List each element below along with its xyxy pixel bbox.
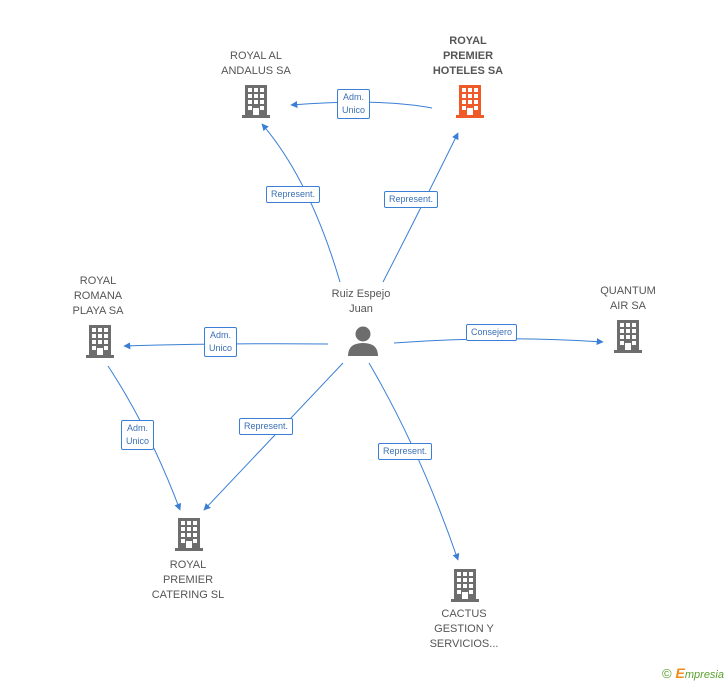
building-icon-highlighted[interactable] xyxy=(456,85,484,118)
node-label-quantum-air[interactable]: QUANTUM AIR SA xyxy=(600,285,656,312)
building-icon[interactable] xyxy=(242,85,270,118)
edge-label-juan-to-hoteles[interactable]: Represent. xyxy=(384,191,439,208)
node-label-royal-romana-playa[interactable]: ROYAL ROMANA PLAYA SA xyxy=(72,275,124,317)
node-label-royal-al-andalus[interactable]: ROYAL AL ANDALUS SA xyxy=(221,50,291,77)
edge-label-juan-to-romana[interactable]: Adm. Unico xyxy=(204,327,238,357)
copyright-symbol: © xyxy=(661,666,672,681)
edge-label-hoteles-to-andalus[interactable]: Adm. Unico xyxy=(337,89,371,119)
brand-logo-text: mpresia xyxy=(684,669,724,681)
edge-juan-to-catering xyxy=(203,362,344,511)
edge-label-romana-to-catering[interactable]: Adm. Unico xyxy=(121,420,155,450)
edge-juan-to-andalus xyxy=(261,123,341,283)
building-icon[interactable] xyxy=(175,518,203,551)
node-label-cactus-gestion[interactable]: CACTUS GESTION Y SERVICIOS... xyxy=(429,608,499,650)
building-icon[interactable] xyxy=(86,325,114,358)
edge-juan-to-hoteles xyxy=(382,132,459,283)
edge-label-juan-to-andalus[interactable]: Represent. xyxy=(266,186,321,203)
edge-hoteles-to-andalus xyxy=(290,101,433,109)
building-icon[interactable] xyxy=(614,320,642,353)
brand-logo-initial: E xyxy=(675,665,685,681)
edge-label-juan-to-cactus[interactable]: Represent. xyxy=(378,443,433,460)
node-label-royal-premier-hoteles[interactable]: ROYAL PREMIER HOTELES SA xyxy=(432,35,504,77)
edge-label-juan-to-catering[interactable]: Represent. xyxy=(239,418,294,435)
footer-brand: ©Empresia xyxy=(662,665,724,681)
building-icon[interactable] xyxy=(451,569,479,602)
edge-juan-to-cactus xyxy=(368,362,460,561)
person-icon[interactable] xyxy=(348,326,378,357)
center-person-label[interactable]: Ruiz Espejo Juan xyxy=(331,288,391,315)
node-label-royal-premier-catering[interactable]: ROYAL PREMIER CATERING SL xyxy=(151,559,225,601)
edge-label-juan-to-quantum[interactable]: Consejero xyxy=(466,324,518,341)
